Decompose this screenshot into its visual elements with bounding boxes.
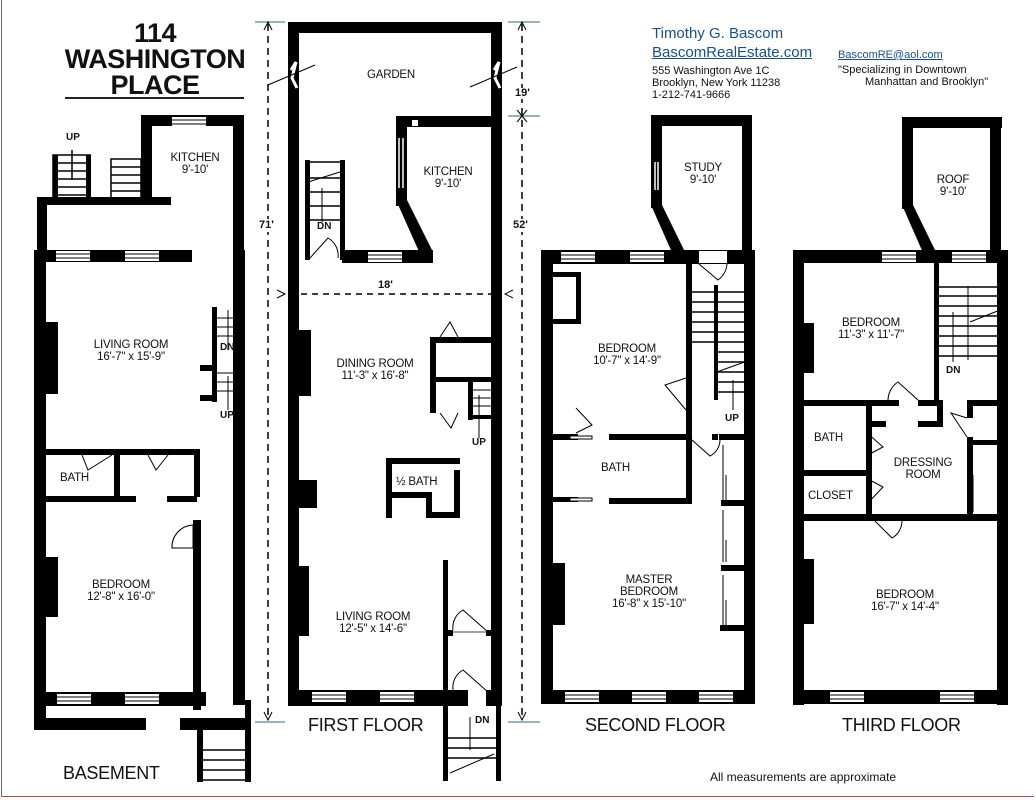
room-name-line-1: MASTER <box>625 574 673 586</box>
basement-living-room-label: LIVING ROOM 16'-7" x 15'-9" <box>66 339 196 363</box>
room-name: KITCHEN <box>170 152 220 164</box>
basement-kitchen-label: KITCHEN 9'-10' <box>158 152 232 176</box>
agent-address: 555 Washington Ave 1C Brooklyn, New York… <box>652 65 780 101</box>
room-name: BEDROOM <box>875 589 935 601</box>
second-study-label: STUDY 9'-10' <box>665 162 741 186</box>
third-roof-label: ROOF 9'-10' <box>915 174 991 198</box>
title-underline <box>65 97 244 99</box>
second-master-bedroom-label: MASTER BEDROOM 16'-8" x 15'-10" <box>594 574 704 610</box>
room-name: DINING ROOM <box>336 358 414 370</box>
agent-email-link[interactable]: BascomRE@aol.com <box>838 49 943 61</box>
property-title: 114 WASHINGTON PLACE <box>60 18 250 100</box>
room-size: 10'-7" x 14'-9" <box>593 355 661 367</box>
title-line-2: WASHINGTON <box>64 44 246 74</box>
room-size: 12'-5" x 14'-6" <box>339 623 407 635</box>
third-dressing-room-label: DRESSING ROOM <box>885 457 961 481</box>
third-bedroom-bottom-label: BEDROOM 16'-7" x 14'-4" <box>850 589 960 613</box>
room-name: BEDROOM <box>597 343 657 355</box>
room-name: LIVING ROOM <box>93 339 169 351</box>
agent-name: Timothy G. Bascom <box>652 25 784 42</box>
room-size: 9'-10' <box>689 174 717 186</box>
second-stair-up: UP <box>725 413 739 424</box>
tagline-line-1: "Specializing in Downtown <box>838 64 967 76</box>
tagline-line-2: Manhattan and Brooklyn" <box>865 76 989 88</box>
room-name: STUDY <box>684 162 722 174</box>
room-size: 12'-8" x 16'-0" <box>87 591 155 603</box>
total-depth-dimension: 71' <box>259 219 274 232</box>
dimension-lines <box>255 20 540 723</box>
third-stair-dn: DN <box>946 365 961 376</box>
room-size: 16'-7" x 15'-9" <box>97 351 165 363</box>
room-name: LIVING ROOM <box>335 611 411 623</box>
third-closet-label: CLOSET <box>808 490 853 502</box>
garden-depth-dimension: 19' <box>515 87 530 99</box>
agent-tagline: "Specializing in Downtown Manhattan and … <box>838 64 988 88</box>
second-bedroom-label: BEDROOM 10'-7" x 14'-9" <box>577 343 677 367</box>
basement-bedroom-label: BEDROOM 12'-8" x 16'-0" <box>66 579 176 603</box>
third-floor-plan <box>793 117 1008 705</box>
measurement-disclaimer: All measurements are approximate <box>710 770 897 784</box>
room-size: 11'-3" x 11'-7" <box>837 329 905 341</box>
third-bath-label: BATH <box>814 432 844 444</box>
room-name-line-2: BEDROOM <box>619 586 679 598</box>
room-name: BEDROOM <box>841 317 901 329</box>
room-size: 9'-10' <box>181 164 209 176</box>
basement-stair-up-top: UP <box>66 132 80 143</box>
room-name-line-2: ROOM <box>905 469 941 481</box>
room-size: 11'-3" x 16'-8" <box>341 370 409 382</box>
room-size: 16'-8" x 15'-10" <box>612 598 686 610</box>
address-line-1: 555 Washington Ave 1C <box>652 65 770 77</box>
agent-phone: 1-212-741-9666 <box>652 89 731 101</box>
basement-floor-label: BASEMENT <box>63 763 160 783</box>
address-line-2: Brooklyn, New York 11238 <box>652 77 781 89</box>
first-stair-dn-top: DN <box>316 221 333 232</box>
room-size: 9'-10' <box>939 186 967 198</box>
room-name: BEDROOM <box>91 579 151 591</box>
first-stair-up: UP <box>472 437 486 448</box>
first-dining-room-label: DINING ROOM 11'-3" x 16'-8" <box>320 358 430 382</box>
first-living-room-label: LIVING ROOM 12'-5" x 14'-6" <box>323 611 423 635</box>
basement-stair-up: UP <box>220 410 234 421</box>
room-name: ROOF <box>936 174 970 186</box>
basement-bath-label: BATH <box>60 472 90 484</box>
third-floor-label: THIRD FLOOR <box>842 715 961 735</box>
first-kitchen-label: KITCHEN 9'-10' <box>410 166 486 190</box>
room-size: 16'-7" x 14'-4" <box>871 601 939 613</box>
width-dimension: 18' <box>378 279 393 291</box>
basement-stair-dn: DN <box>220 342 235 353</box>
second-floor-plan <box>541 115 755 704</box>
room-size: 9'-10' <box>434 178 462 190</box>
title-line-3: PLACE <box>110 70 200 100</box>
room-name-line-1: DRESSING <box>893 457 953 469</box>
room-name: KITCHEN <box>423 166 473 178</box>
first-floor-plan <box>267 22 518 781</box>
second-bath-label: BATH <box>601 462 631 474</box>
first-half-bath-label: ½ BATH <box>396 476 438 488</box>
first-floor-label: FIRST FLOOR <box>308 715 424 735</box>
basement-plan <box>34 115 251 782</box>
house-depth-dimension: 52' <box>513 219 528 232</box>
third-bedroom-top-label: BEDROOM 11'-3" x 11'-7" <box>821 317 921 341</box>
first-stair-dn-bottom: DN <box>475 715 490 726</box>
agent-website-link[interactable]: BascomRealEstate.com <box>652 44 813 61</box>
first-garden-label: GARDEN <box>367 69 416 81</box>
second-floor-label: SECOND FLOOR <box>585 715 726 735</box>
title-line-1: 114 <box>133 18 177 48</box>
